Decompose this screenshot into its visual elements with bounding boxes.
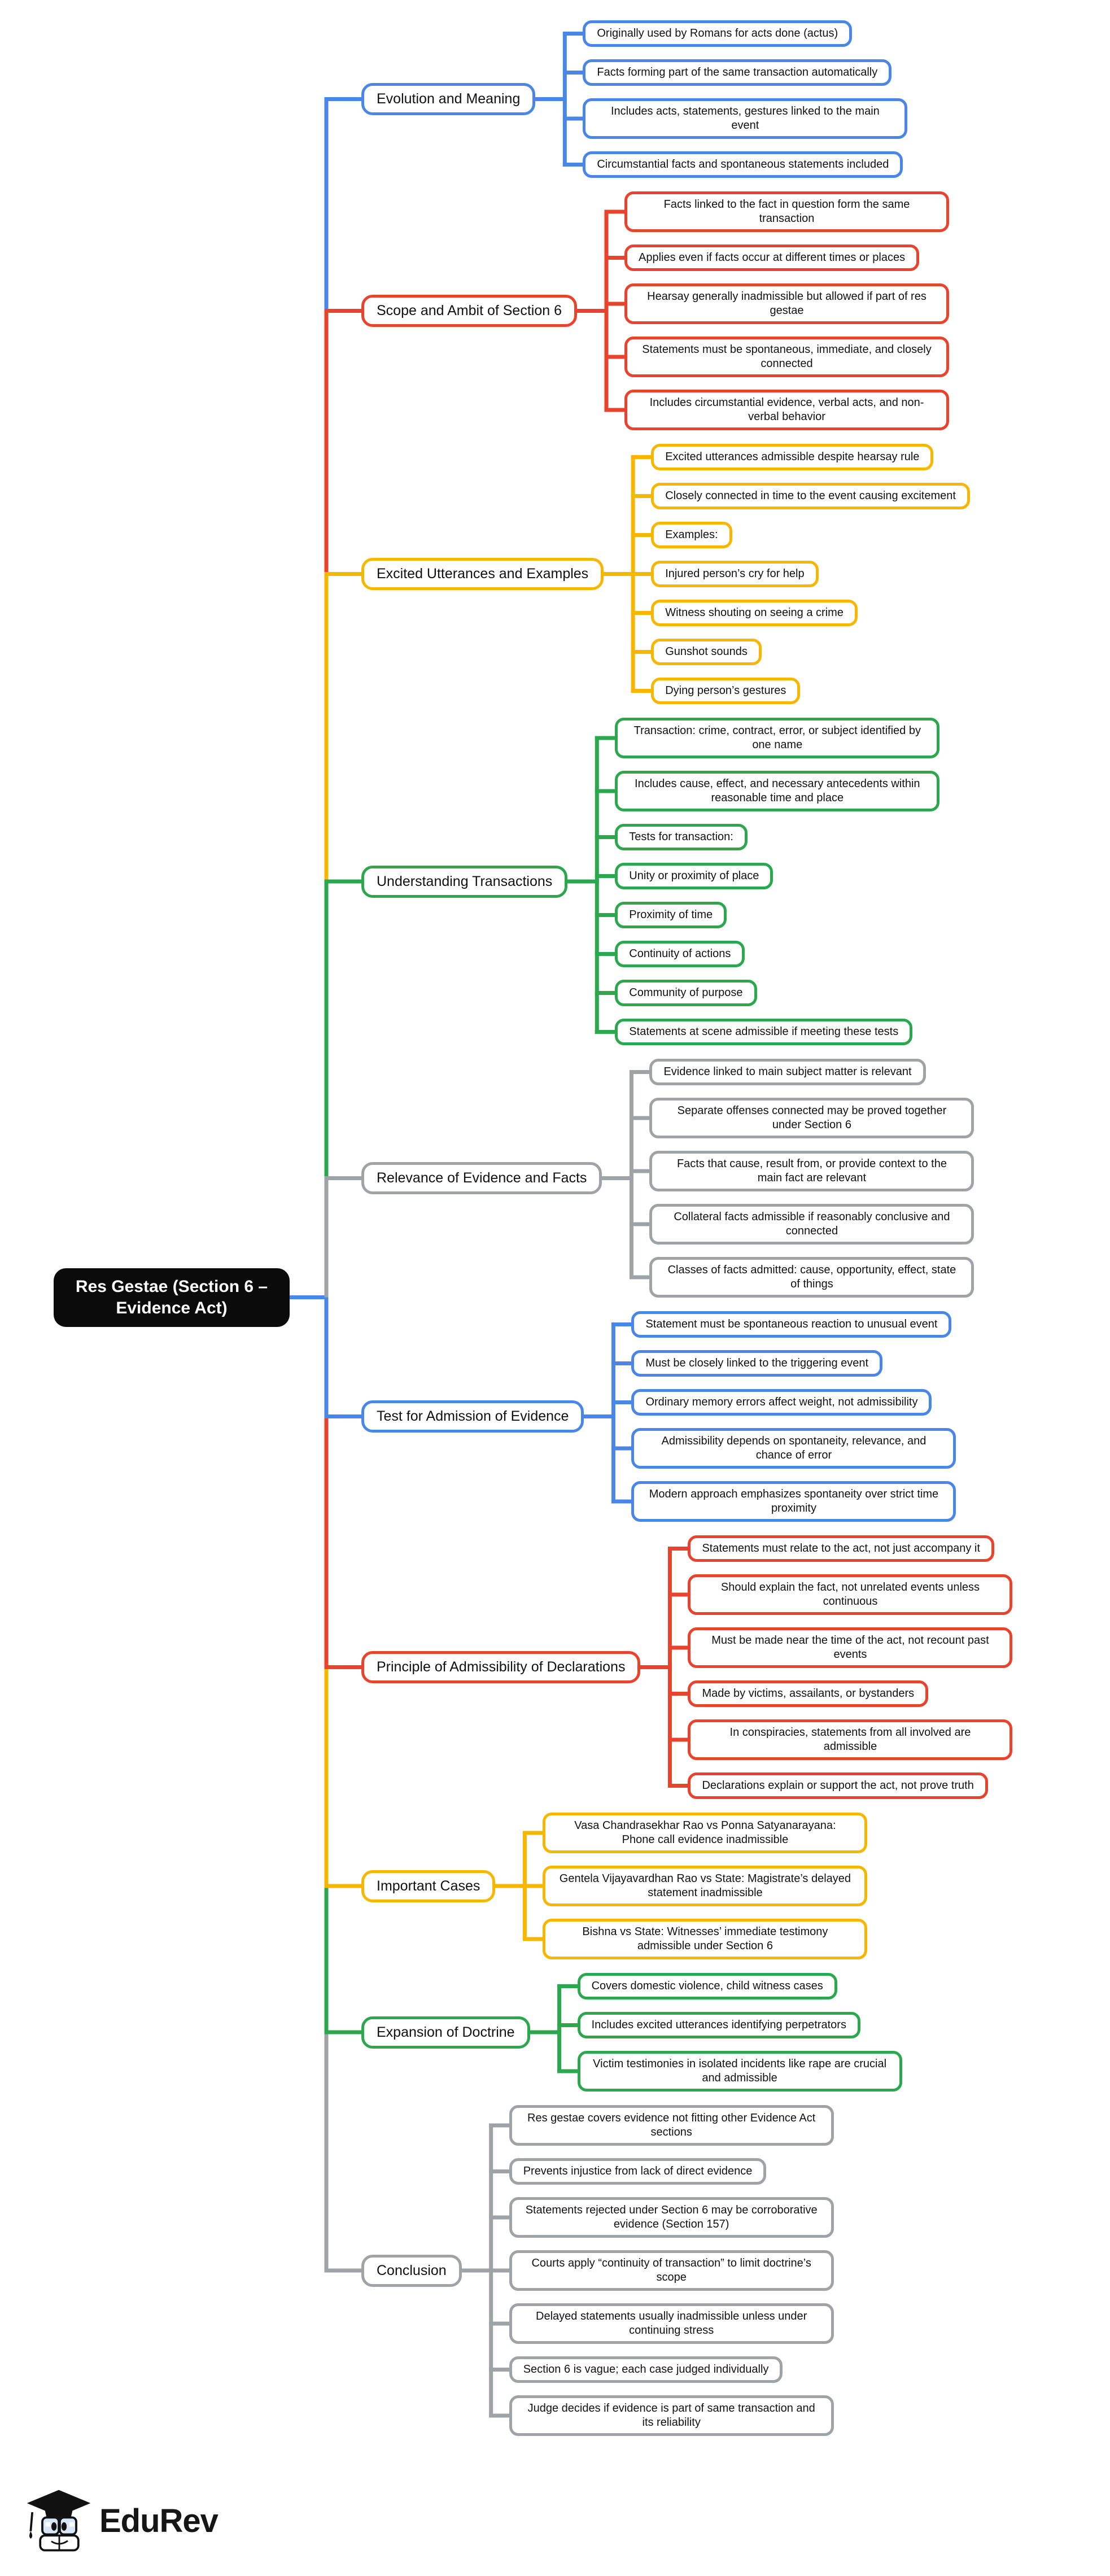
child-node: Facts that cause, result from, or provid…	[649, 1151, 974, 1191]
child-node: Admissibility depends on spontaneity, re…	[631, 1428, 956, 1469]
branch-label: Conclusion	[361, 2254, 462, 2287]
branch-row: Excited Utterances and Examples Excited …	[361, 444, 1012, 704]
child-node: Statements must relate to the act, not j…	[688, 1535, 994, 1562]
child-node: Gentela Vijayavardhan Rao vs State: Magi…	[543, 1866, 868, 1906]
branch-row: Test for Admission of Evidence Statement…	[361, 1311, 1012, 1522]
child-node: Evidence linked to main subject matter i…	[649, 1059, 926, 1085]
child-node: Must be closely linked to the triggering…	[631, 1350, 883, 1377]
child-node: Continuity of actions	[615, 941, 745, 967]
branch-children: Evidence linked to main subject matter i…	[649, 1059, 974, 1298]
child-node: Should explain the fact, not unrelated e…	[688, 1574, 1013, 1615]
branch-row: Relevance of Evidence and Facts Evidence…	[361, 1059, 1012, 1298]
child-node: Made by victims, assailants, or bystande…	[688, 1680, 929, 1707]
branch-row: Evolution and Meaning Originally used by…	[361, 20, 1012, 178]
child-node: Excited utterances admissible despite he…	[651, 444, 934, 470]
branch-label: Principle of Admissibility of Declaratio…	[361, 1651, 641, 1683]
edurev-logo: EduRev	[25, 2486, 218, 2556]
branch-row: Conclusion Res gestae covers evidence no…	[361, 2105, 1012, 2436]
child-node: Ordinary memory errors affect weight, no…	[631, 1389, 932, 1416]
branch-label: Scope and Ambit of Section 6	[361, 295, 577, 327]
branch-children: Res gestae covers evidence not fitting o…	[509, 2105, 834, 2436]
child-node: Statement must be spontaneous reaction t…	[631, 1311, 952, 1338]
branch-children: Facts linked to the fact in question for…	[624, 191, 949, 430]
child-node: Bishna vs State: Witnesses’ immediate te…	[543, 1919, 868, 1959]
child-node: Must be made near the time of the act, n…	[688, 1627, 1013, 1668]
branch-label: Expansion of Doctrine	[361, 2016, 530, 2049]
child-node: Includes circumstantial evidence, verbal…	[624, 390, 949, 430]
child-node: Vasa Chandrasekhar Rao vs Ponna Satyanar…	[543, 1813, 868, 1853]
child-node: Res gestae covers evidence not fitting o…	[509, 2105, 834, 2146]
child-node: Examples:	[651, 522, 732, 548]
child-node: Includes excited utterances identifying …	[577, 2012, 860, 2038]
child-node: Circumstantial facts and spontaneous sta…	[583, 151, 903, 178]
branch-label: Important Cases	[361, 1870, 496, 1902]
child-node: Victim testimonies in isolated incidents…	[577, 2051, 902, 2092]
branch-row: Expansion of Doctrine Covers domestic vi…	[361, 1973, 1012, 2092]
child-node: Dying person’s gestures	[651, 678, 801, 704]
branch-row: Important Cases Vasa Chandrasekhar Rao v…	[361, 1813, 1012, 1959]
branch-children: Excited utterances admissible despite he…	[651, 444, 970, 704]
child-node: Unity or proximity of place	[615, 863, 773, 889]
child-node: Facts forming part of the same transacti…	[583, 59, 892, 86]
branch-row: Principle of Admissibility of Declaratio…	[361, 1535, 1013, 1799]
branch-children: Originally used by Romans for acts done …	[583, 20, 908, 178]
child-node: Includes acts, statements, gestures link…	[583, 98, 908, 139]
branch-label: Relevance of Evidence and Facts	[361, 1162, 602, 1194]
child-node: Statements at scene admissible if meetin…	[615, 1019, 913, 1045]
child-node: Prevents injustice from lack of direct e…	[509, 2158, 767, 2185]
child-node: Hearsay generally inadmissible but allow…	[624, 283, 949, 324]
child-node: Modern approach emphasizes spontaneity o…	[631, 1481, 956, 1522]
branch-row: Scope and Ambit of Section 6 Facts linke…	[361, 191, 1012, 430]
child-node: Covers domestic violence, child witness …	[577, 1973, 837, 1999]
child-node: Closely connected in time to the event c…	[651, 483, 970, 509]
child-node: Facts linked to the fact in question for…	[624, 191, 949, 232]
child-node: Community of purpose	[615, 980, 757, 1006]
branch-label: Test for Admission of Evidence	[361, 1400, 584, 1433]
child-node: Section 6 is vague; each case judged ind…	[509, 2356, 783, 2383]
child-node: Statements must be spontaneous, immediat…	[624, 337, 949, 377]
branch-label: Understanding Transactions	[361, 865, 568, 898]
branch-label: Excited Utterances and Examples	[361, 558, 604, 590]
child-node: Statements rejected under Section 6 may …	[509, 2197, 834, 2238]
child-node: Includes cause, effect, and necessary an…	[615, 771, 940, 811]
edurev-wordmark: EduRev	[99, 2502, 218, 2539]
child-node: Delayed statements usually inadmissible …	[509, 2303, 834, 2344]
child-node: Proximity of time	[615, 902, 727, 928]
child-node: Classes of facts admitted: cause, opport…	[649, 1257, 974, 1298]
branches-container: Evolution and Meaning Originally used by…	[361, 20, 1013, 2436]
branch-children: Transaction: crime, contract, error, or …	[615, 718, 940, 1045]
child-node: Injured person’s cry for help	[651, 561, 819, 587]
branch-label: Evolution and Meaning	[361, 83, 536, 115]
child-node: Tests for transaction:	[615, 824, 748, 850]
child-node: Gunshot sounds	[651, 639, 762, 665]
child-node: Applies even if facts occur at different…	[624, 244, 920, 271]
branch-children: Statement must be spontaneous reaction t…	[631, 1311, 956, 1522]
child-node: Witness shouting on seeing a crime	[651, 600, 858, 626]
child-node: In conspiracies, statements from all inv…	[688, 1719, 1013, 1760]
child-node: Judge decides if evidence is part of sam…	[509, 2395, 834, 2436]
branch-children: Covers domestic violence, child witness …	[577, 1973, 902, 2092]
branch-children: Statements must relate to the act, not j…	[688, 1535, 1013, 1799]
child-node: Originally used by Romans for acts done …	[583, 20, 853, 47]
child-node: Separate offenses connected may be prove…	[649, 1098, 974, 1138]
child-node: Transaction: crime, contract, error, or …	[615, 718, 940, 758]
child-node: Courts apply “continuity of transaction”…	[509, 2250, 834, 2291]
edurev-mascot-icon	[27, 2490, 91, 2552]
branch-children: Vasa Chandrasekhar Rao vs Ponna Satyanar…	[543, 1813, 868, 1959]
branch-row: Understanding Transactions Transaction: …	[361, 718, 1012, 1045]
root-node: Res Gestae (Section 6 – Evidence Act)	[54, 1268, 290, 1327]
child-node: Collateral facts admissible if reasonabl…	[649, 1204, 974, 1245]
child-node: Declarations explain or support the act,…	[688, 1772, 988, 1799]
